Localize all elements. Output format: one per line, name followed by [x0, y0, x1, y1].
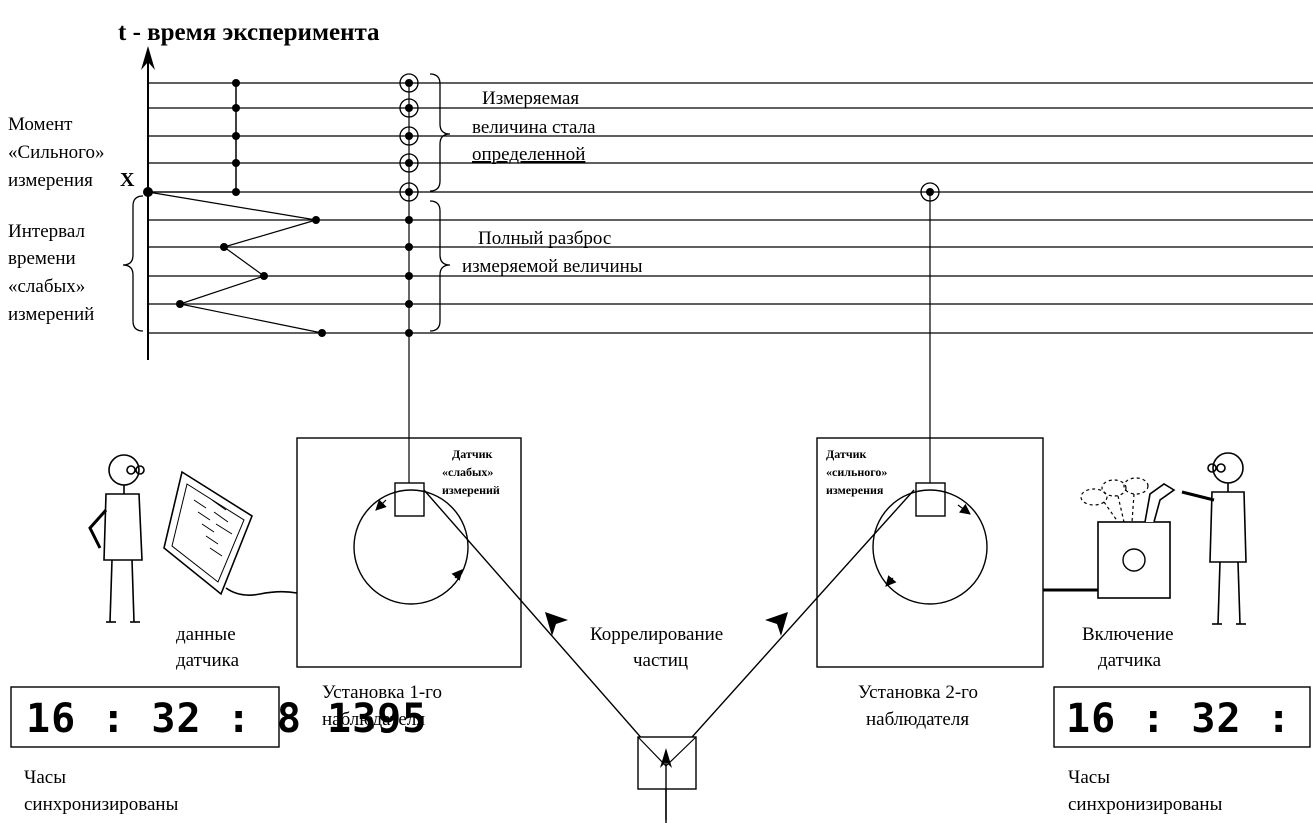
left-clock-display: 16 : 32 : 8 1395 [26, 696, 427, 742]
switch-label-1: Включение [1082, 624, 1174, 645]
axis-title: t - время эксперимента [118, 19, 380, 46]
setup1-box [296, 437, 522, 668]
sensor1-label-1: Датчик [452, 447, 493, 461]
brace-determined [429, 73, 451, 192]
right-observer-figure [1181, 452, 1247, 625]
time-axis [141, 46, 155, 360]
weak-interval-label-2: времени [8, 248, 76, 269]
switch-device-icon [1043, 477, 1176, 599]
left-data-label-2: датчика [176, 650, 240, 671]
sensor2-block [915, 482, 946, 517]
tablet-device-icon [163, 470, 298, 596]
weak-zigzag [147, 191, 323, 334]
sensor2-label-1: Датчик [826, 447, 867, 461]
source-arrow-icon [660, 748, 672, 768]
dot [232, 104, 240, 112]
setup1-caption-2: наблюдателя [322, 709, 425, 730]
time-lines [148, 82, 1313, 334]
arrow-right-path-icon [765, 612, 788, 636]
weak-interval-label-1: Интервал [8, 221, 85, 242]
determined-markers [399, 73, 940, 202]
sensor2-label-2: «сильного» [826, 465, 887, 479]
ring1 [353, 489, 469, 605]
dot [143, 187, 153, 197]
determined-label-1: Измеряемая [482, 88, 579, 109]
ring2 [872, 489, 988, 605]
sensor2-label-3: измерения [826, 483, 884, 497]
weak-interval-label-3: «слабых» [8, 276, 85, 297]
sensor1-block [394, 482, 425, 517]
strong-moment-label-1: Момент [8, 114, 73, 135]
strong-moment-label-2: «Сильного» [8, 142, 104, 163]
brace-weak-interval [122, 195, 144, 332]
switch-label-2: датчика [1098, 650, 1162, 671]
setup2-caption-2: наблюдателя [866, 709, 969, 730]
determined-label-2: величина стала [472, 117, 596, 138]
brace-spread [429, 200, 451, 332]
left-data-label-1: данные [176, 624, 236, 645]
right-clock-caption-2: синхронизированы [1068, 794, 1223, 815]
dot [260, 272, 268, 280]
setup2-box [816, 437, 1044, 668]
dot [232, 159, 240, 167]
center-label-2: частиц [633, 650, 688, 671]
dot [318, 329, 326, 337]
center-label-1: Коррелирование [590, 624, 723, 645]
left-clock-caption-2: синхронизированы [24, 794, 179, 815]
setup1-caption-1: Установка 1-го [322, 682, 442, 703]
measurement-dots [143, 79, 413, 337]
dot [312, 216, 320, 224]
left-observer-figure [88, 454, 145, 623]
dot [220, 243, 228, 251]
weak-interval-label-4: измерений [8, 304, 94, 325]
dot [232, 79, 240, 87]
left-clock-caption-1: Часы [24, 767, 66, 788]
spread-label-2: измеряемой величины [462, 256, 643, 277]
dot [176, 300, 184, 308]
spread-label-1: Полный разброс [478, 228, 611, 249]
strong-moment-label-3: измерения [8, 170, 93, 191]
determined-label-3: определенной [472, 144, 585, 165]
axis-arrow-icon [141, 46, 155, 70]
right-clock-display: 16 : 32 : 8 1395 [1066, 696, 1313, 742]
right-clock-caption-1: Часы [1068, 767, 1110, 788]
x-mark: X [120, 169, 135, 191]
right-clock [1053, 686, 1311, 748]
dot [232, 132, 240, 140]
dot [232, 188, 240, 196]
sensor1-label-3: измерений [442, 483, 500, 497]
left-clock [10, 686, 280, 748]
setup2-caption-1: Установка 2-го [858, 682, 978, 703]
arrow-left-path-icon [545, 612, 568, 636]
sensor1-label-2: «слабых» [442, 465, 493, 479]
